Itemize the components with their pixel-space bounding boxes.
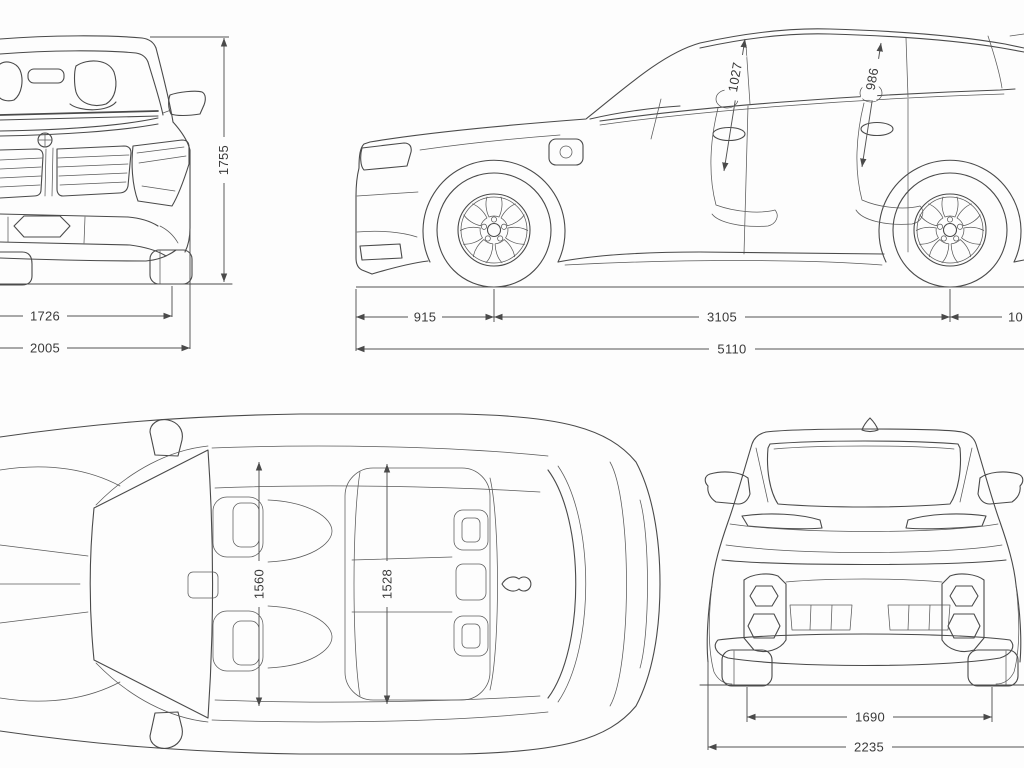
side-view: 1027 986 915 3105 10 5110: [355, 28, 1024, 357]
front-height-value: 1755: [216, 145, 231, 175]
top-view: 1560 1528: [0, 413, 661, 755]
front-car-outline: [0, 35, 233, 286]
mirror-right-rear: [977, 471, 1024, 505]
wheelbase-value: 3105: [707, 310, 737, 325]
front-dimensions: 1755 1726 2005: [0, 36, 232, 356]
windshield-top: [89, 449, 214, 719]
bumper-hexagon: [13, 215, 71, 238]
rear-view: 1690 2235: [699, 417, 1024, 755]
length-value: 5110: [717, 342, 746, 357]
taillight-right: [905, 513, 987, 530]
dim-label-front-headroom: 1027: [723, 52, 747, 102]
top-dimensions: 1560 1528: [251, 462, 395, 706]
exhaust-right: [941, 573, 985, 653]
front-view: 1755 1726 2005: [0, 35, 233, 356]
rear-wheel: [893, 173, 1007, 287]
front-width-value: 2005: [30, 341, 60, 356]
exhaust-left: [743, 573, 787, 653]
tire-right: [149, 249, 193, 285]
rear-track-value: 1690: [855, 710, 885, 725]
headrest-left-partial: [0, 61, 23, 102]
tire-left-rear: [721, 649, 773, 687]
bumper-vents: [789, 604, 951, 631]
rear-bench-top: [344, 467, 498, 701]
rear-dimensions: 1690 2235: [707, 662, 1024, 755]
side-dimensions: 1027 986 915 3105 10 5110: [355, 38, 1024, 357]
front-overhang-value: 915: [414, 310, 437, 325]
rear-overhang-value: 10: [1008, 310, 1023, 325]
front-interior-width-value: 1560: [252, 569, 267, 599]
front-headroom-value: 1027: [725, 61, 745, 93]
front-track-value: 1726: [30, 309, 60, 324]
diffuser: [714, 633, 1014, 667]
kidney-grille: [0, 145, 132, 199]
front-wheel: [437, 173, 551, 287]
side-car-outline: [355, 28, 1024, 287]
headlight-right: [131, 139, 190, 207]
dim-label-front-height: 1755: [216, 137, 232, 183]
rearview-mirror: [27, 68, 65, 84]
dim-label-rear-headroom: 986: [860, 56, 884, 102]
rear-interior-width-value: 1528: [380, 569, 395, 599]
tire-left-partial: [0, 251, 33, 286]
roof-antenna-rear: [861, 417, 879, 433]
rear-width-value: 2235: [854, 740, 884, 755]
taillight-left: [741, 513, 823, 530]
rear-window: [766, 440, 962, 508]
headlight-side: [360, 142, 412, 171]
dim-label-rear-interior-width: 1528: [379, 561, 395, 607]
bmw-roundel: [37, 132, 53, 148]
door-handle-rear: [860, 121, 894, 137]
roof-antenna-top: [501, 576, 532, 592]
tire-right-rear: [967, 649, 1019, 687]
rear-car-outline: [699, 417, 1024, 687]
rear-headroom-value: 986: [863, 67, 882, 92]
dim-label-front-interior-width: 1560: [251, 561, 267, 607]
mirror-bottom: [149, 711, 183, 749]
mirror-left-rear: [704, 471, 751, 505]
mirror-top: [149, 419, 183, 457]
headrest-right: [73, 60, 117, 107]
charge-port: [548, 138, 584, 166]
top-car-outline: [0, 413, 661, 755]
side-mirror-right: [168, 90, 206, 117]
